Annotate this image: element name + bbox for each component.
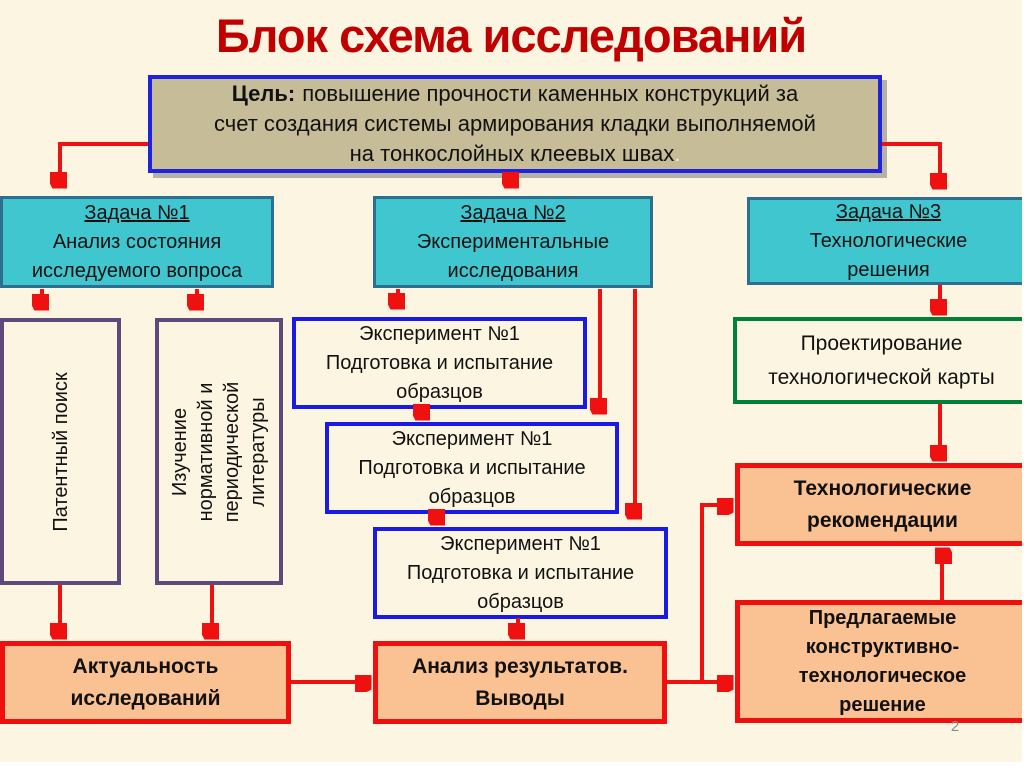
tech-recommendations-box: Технологические рекомендации [735, 463, 1022, 546]
goal-period: . [674, 141, 681, 166]
relevance-box: Актуальность исследований [0, 641, 291, 724]
literature-study-label: Изучение нормативной и периодической лит… [169, 381, 269, 522]
analysis-conclusions-box: Анализ результатов. Выводы [373, 641, 667, 724]
task-3-title: Задача №3 [835, 200, 942, 223]
goal-line-2: счет создания системы армирования кладки… [214, 111, 816, 136]
goal-line-3: на тонкослойных клеевых швах. [349, 141, 681, 166]
slide-title: Блок схема исследований [215, 8, 807, 62]
patent-search-box: Патентный поиск [0, 318, 121, 585]
experiment-3-box: Эксперимент №1 Подготовка и испытание об… [373, 527, 668, 619]
patent-search-label: Патентный поиск [49, 371, 72, 532]
design-tech-map-box: Проектирование технологической карты [733, 317, 1022, 404]
proposed-solution-box: Предлагаемые конструктивно- технологичес… [735, 600, 1022, 723]
page-number: 2 [950, 718, 960, 735]
goal-label: Цель: [231, 81, 296, 106]
experiment-2-box: Эксперимент №1 Подготовка и испытание об… [325, 422, 619, 514]
task-2-title: Задача №2 [460, 201, 566, 224]
task-3-box: Задача №3 Технологические решения [747, 197, 1022, 285]
experiment-1-box: Эксперимент №1 Подготовка и испытание об… [292, 317, 587, 409]
task-1-title: Задача №1 [84, 201, 190, 224]
literature-study-box: Изучение нормативной и периодической лит… [155, 318, 283, 585]
task-2-box: Задача №2 Экспериментальные исследования [373, 196, 653, 288]
goal-line-1: Цель:повышение прочности каменных констр… [231, 81, 799, 106]
task-1-box: Задача №1 Анализ состояния исследуемого … [0, 196, 274, 288]
goal-box: Цель:повышение прочности каменных констр… [148, 75, 882, 173]
